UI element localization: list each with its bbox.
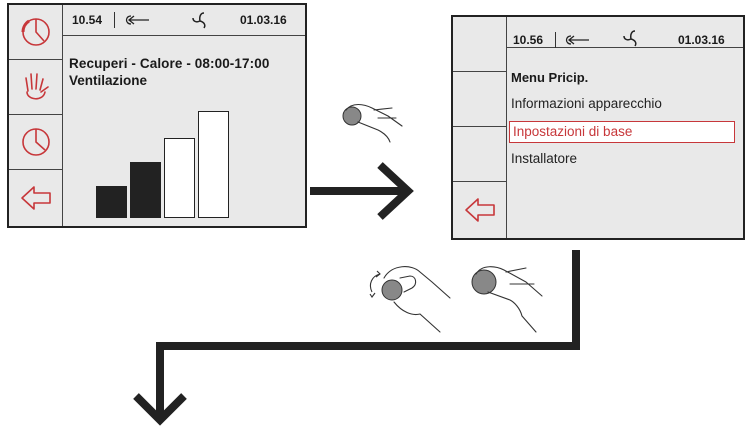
status-date: 01.03.16 [678, 33, 725, 47]
sidebar-clock-button[interactable] [9, 5, 63, 60]
menu-title: Menu Pricip. [511, 70, 589, 85]
clock-icon [21, 18, 50, 46]
press-icon [471, 266, 543, 333]
back-arrow-icon [21, 185, 51, 210]
sidebar-back-button[interactable] [453, 182, 507, 237]
status-bar: 10.54 01.03.16 [63, 5, 305, 36]
sidebar-timer-button[interactable] [9, 115, 63, 170]
menu-item-device-info[interactable]: Informazioni apparecchio [511, 96, 662, 111]
screen-main-display: 10.54 01.03.16 Recuperi - Calore - 08:00… [7, 3, 307, 228]
quiet-mode-icon [565, 35, 589, 45]
status-time: 10.54 [72, 13, 103, 27]
screen-menu-display: 10.56 01.03.16 Menu Pricip. Informazioni… [451, 15, 745, 240]
press-icon [342, 103, 403, 143]
fan-level-bar-3 [164, 138, 195, 218]
sidebar-button-2[interactable] [453, 72, 507, 127]
flow-arrow-down-icon [133, 250, 580, 426]
program-subtitle: Ventilazione [69, 73, 148, 88]
menu-item-installer[interactable]: Installatore [511, 151, 578, 166]
program-title: Recuperi - Calore - 08:00-17:00 [69, 56, 270, 71]
status-time: 10.56 [513, 33, 544, 47]
status-date: 01.03.16 [240, 13, 287, 27]
fan-level-bar-2 [130, 162, 161, 218]
menu-item-label: Inpostazioni di base [513, 124, 633, 139]
sidebar-back-button[interactable] [9, 170, 63, 225]
status-divider [114, 12, 115, 28]
clock-icon [22, 128, 50, 156]
back-arrow-icon [465, 197, 495, 222]
hand-icon [25, 73, 49, 100]
rotate-knob-icon [369, 266, 451, 333]
sidebar-manual-button[interactable] [9, 60, 63, 115]
status-bar: 10.56 01.03.16 [507, 17, 743, 48]
sidebar [9, 5, 63, 226]
fan-level-bar-4 [198, 111, 229, 218]
quiet-mode-icon [125, 15, 149, 25]
fan-icon [192, 12, 206, 29]
status-divider [555, 32, 556, 48]
sidebar-button-3[interactable] [453, 127, 507, 182]
menu-item-basic-settings[interactable]: Inpostazioni di base [509, 121, 735, 143]
sidebar [453, 17, 507, 238]
arrow-right-icon [310, 162, 414, 220]
sidebar-button-1[interactable] [453, 17, 507, 72]
fan-icon [623, 30, 637, 47]
fan-level-bar-1 [96, 186, 127, 218]
